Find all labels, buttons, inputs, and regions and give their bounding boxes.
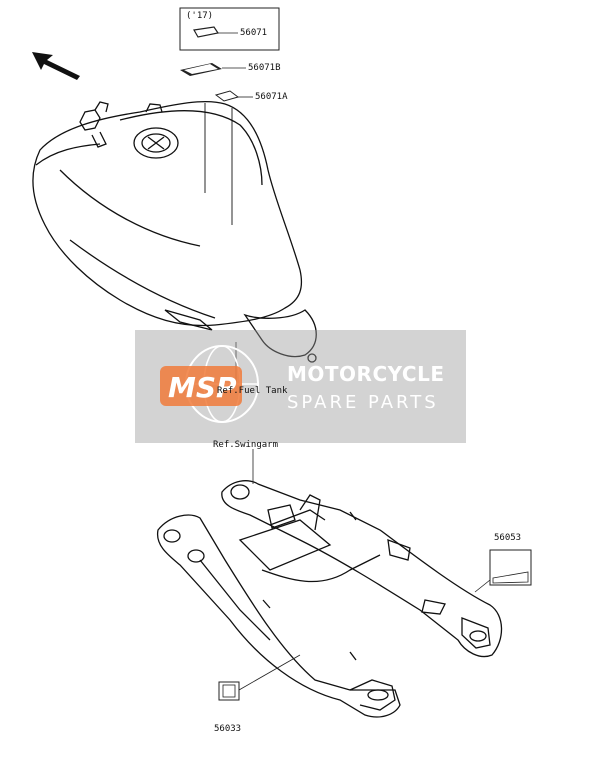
- part-number-56071B: 56071B: [248, 63, 281, 73]
- part-number-56053: 56053: [494, 533, 522, 543]
- year-note-label: ('17): [186, 11, 214, 21]
- ref-fuel-tank-label: Ref.Fuel Tank: [217, 386, 288, 396]
- part-number-56071A: 56071A: [255, 92, 288, 102]
- ref-swingarm-label: Ref.Swingarm: [213, 440, 279, 450]
- label-decal-56071B-icon: [180, 63, 246, 76]
- label-decal-56053-icon: [474, 549, 532, 593]
- watermark-logo-icon: MSP: [160, 345, 259, 423]
- year-note-box: [179, 7, 280, 51]
- label-decal-56071-icon: [193, 26, 238, 38]
- watermark-logo-text: MSP: [168, 371, 237, 404]
- part-number-56033: 56033: [214, 724, 242, 734]
- fuel-tank: [32, 100, 317, 363]
- part-number-56071: 56071: [240, 28, 268, 38]
- label-decal-56071A-icon: [214, 90, 253, 102]
- watermark-title: MOTORCYCLE: [287, 362, 445, 386]
- swingarm: [156, 480, 503, 718]
- watermark-subtitle: SPARE PARTS: [287, 392, 439, 413]
- label-decal-56033-icon: [218, 654, 301, 701]
- direction-arrow-icon: [32, 52, 80, 80]
